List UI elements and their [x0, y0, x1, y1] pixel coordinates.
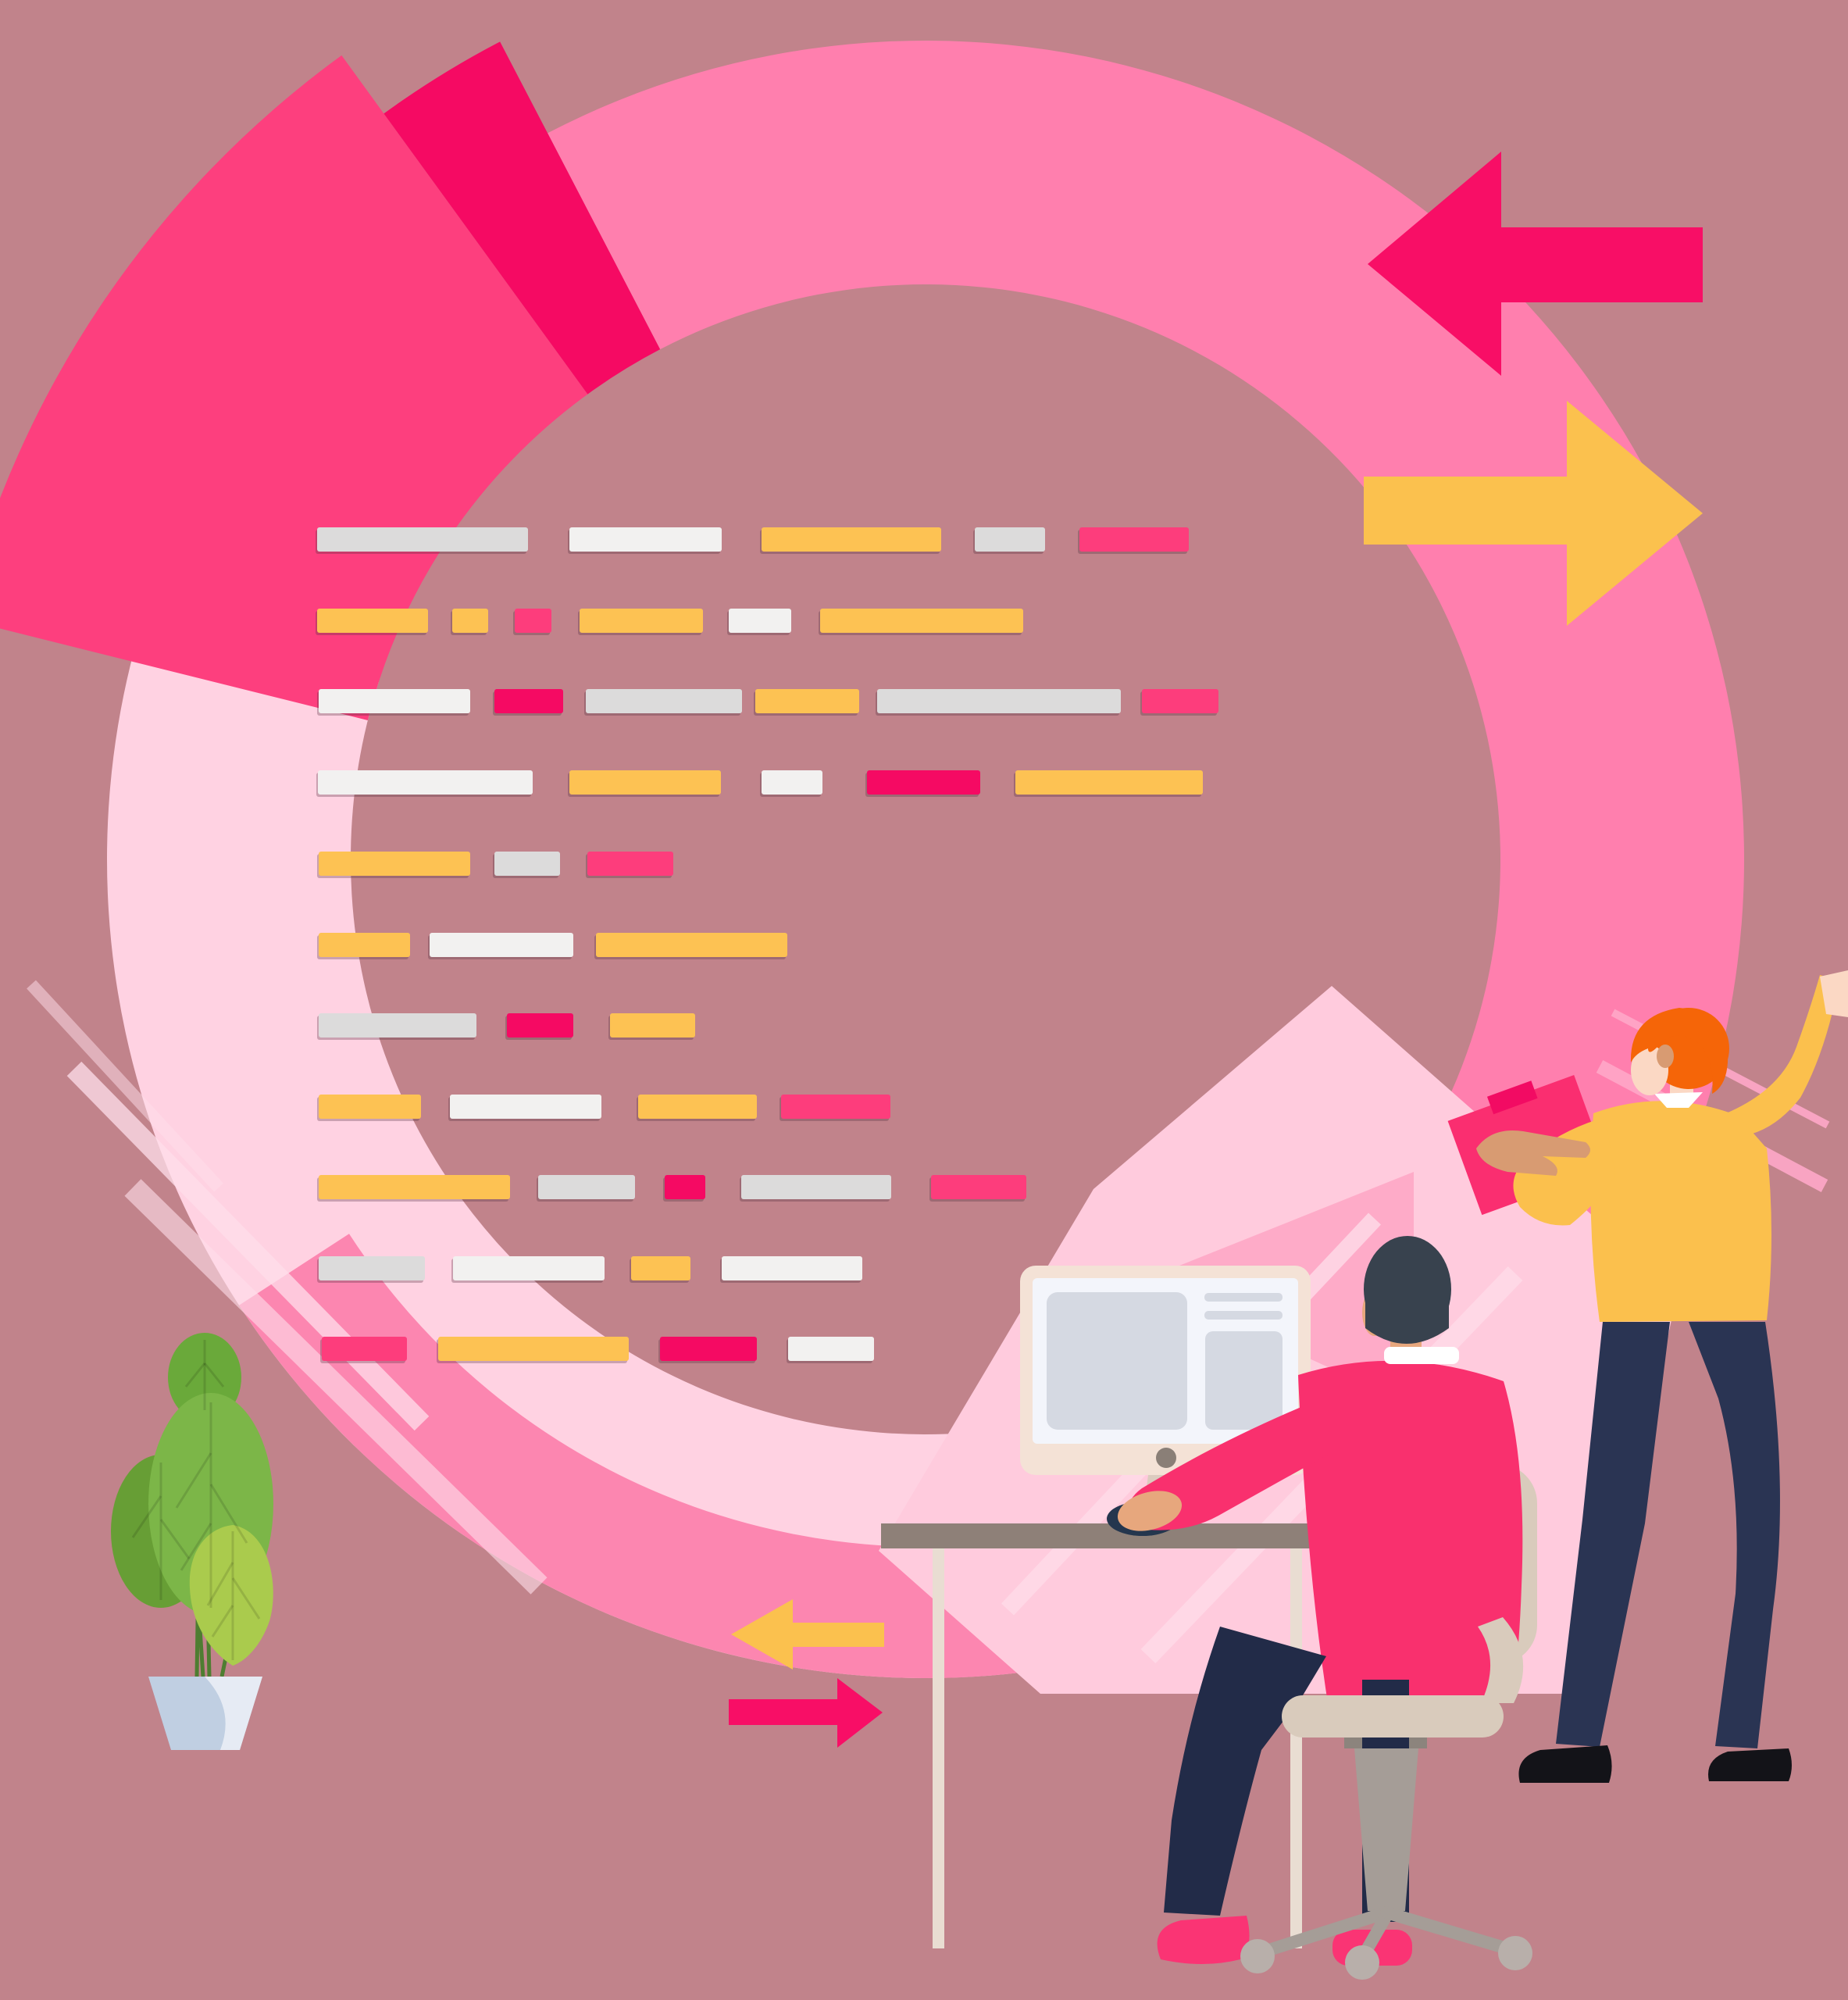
chair-wheel [1498, 1936, 1532, 1970]
standing-leg [1556, 1322, 1670, 1747]
screen-panel [1205, 1331, 1283, 1430]
standing-collar [1654, 1092, 1703, 1108]
desk-leg [1290, 1548, 1302, 1948]
standing-left-hand [1820, 970, 1848, 1017]
plant-leaf [189, 1525, 273, 1666]
monitor-button [1156, 1448, 1176, 1468]
standing-right-hand [1476, 1130, 1590, 1176]
standing-person [1447, 970, 1848, 1783]
arrow-left-small-icon [731, 1599, 884, 1670]
bottom-arrows [729, 1599, 884, 1748]
standing-right-sleeve [1513, 1117, 1615, 1226]
ring-streaks [27, 980, 1830, 1595]
sitting-shoe [1157, 1916, 1250, 1964]
hot-sector [0, 55, 588, 720]
potted-plant [111, 1333, 273, 1750]
screen-line [1204, 1311, 1283, 1320]
chair-support [1478, 1617, 1524, 1703]
arrow-left-icon [1368, 152, 1703, 376]
chair-wheel [1345, 1945, 1379, 1980]
screen-line [1204, 1293, 1283, 1302]
standing-ear [1657, 1045, 1674, 1068]
dark-wedge [384, 41, 661, 395]
ring-streak [66, 1061, 430, 1431]
plant-pot-highlight [205, 1677, 262, 1750]
standing-left-arm [1726, 975, 1848, 1137]
standing-shoe [1708, 1748, 1792, 1781]
ring-streak [27, 980, 223, 1192]
top-arrows [1364, 152, 1703, 626]
arrow-right-icon [1364, 401, 1703, 626]
sitting-hand [1117, 1491, 1183, 1531]
ring-streak [124, 1179, 548, 1595]
standing-leg [1689, 1322, 1780, 1748]
clipboard-clip [1486, 1080, 1538, 1115]
desk-top [881, 1523, 1337, 1548]
desk [881, 1523, 1337, 1948]
chair-pedestal [1354, 1748, 1418, 1911]
arrow-right-small-icon [729, 1678, 883, 1748]
standing-hair [1630, 1008, 1728, 1094]
sitting-torso [1298, 1360, 1523, 1703]
sitting-leg [1164, 1627, 1326, 1916]
desk-leg [933, 1548, 944, 1948]
screen-panel [1047, 1292, 1187, 1430]
leaf-veins [131, 1340, 261, 1660]
chair-wheel [1240, 1939, 1275, 1973]
standing-torso [1590, 1101, 1771, 1322]
sitting-person-group [1107, 1236, 1537, 1980]
sitting-collar [1384, 1347, 1459, 1364]
standing-shoe [1518, 1745, 1612, 1783]
sitting-hair [1365, 1297, 1449, 1344]
chair-seat [1282, 1695, 1504, 1738]
